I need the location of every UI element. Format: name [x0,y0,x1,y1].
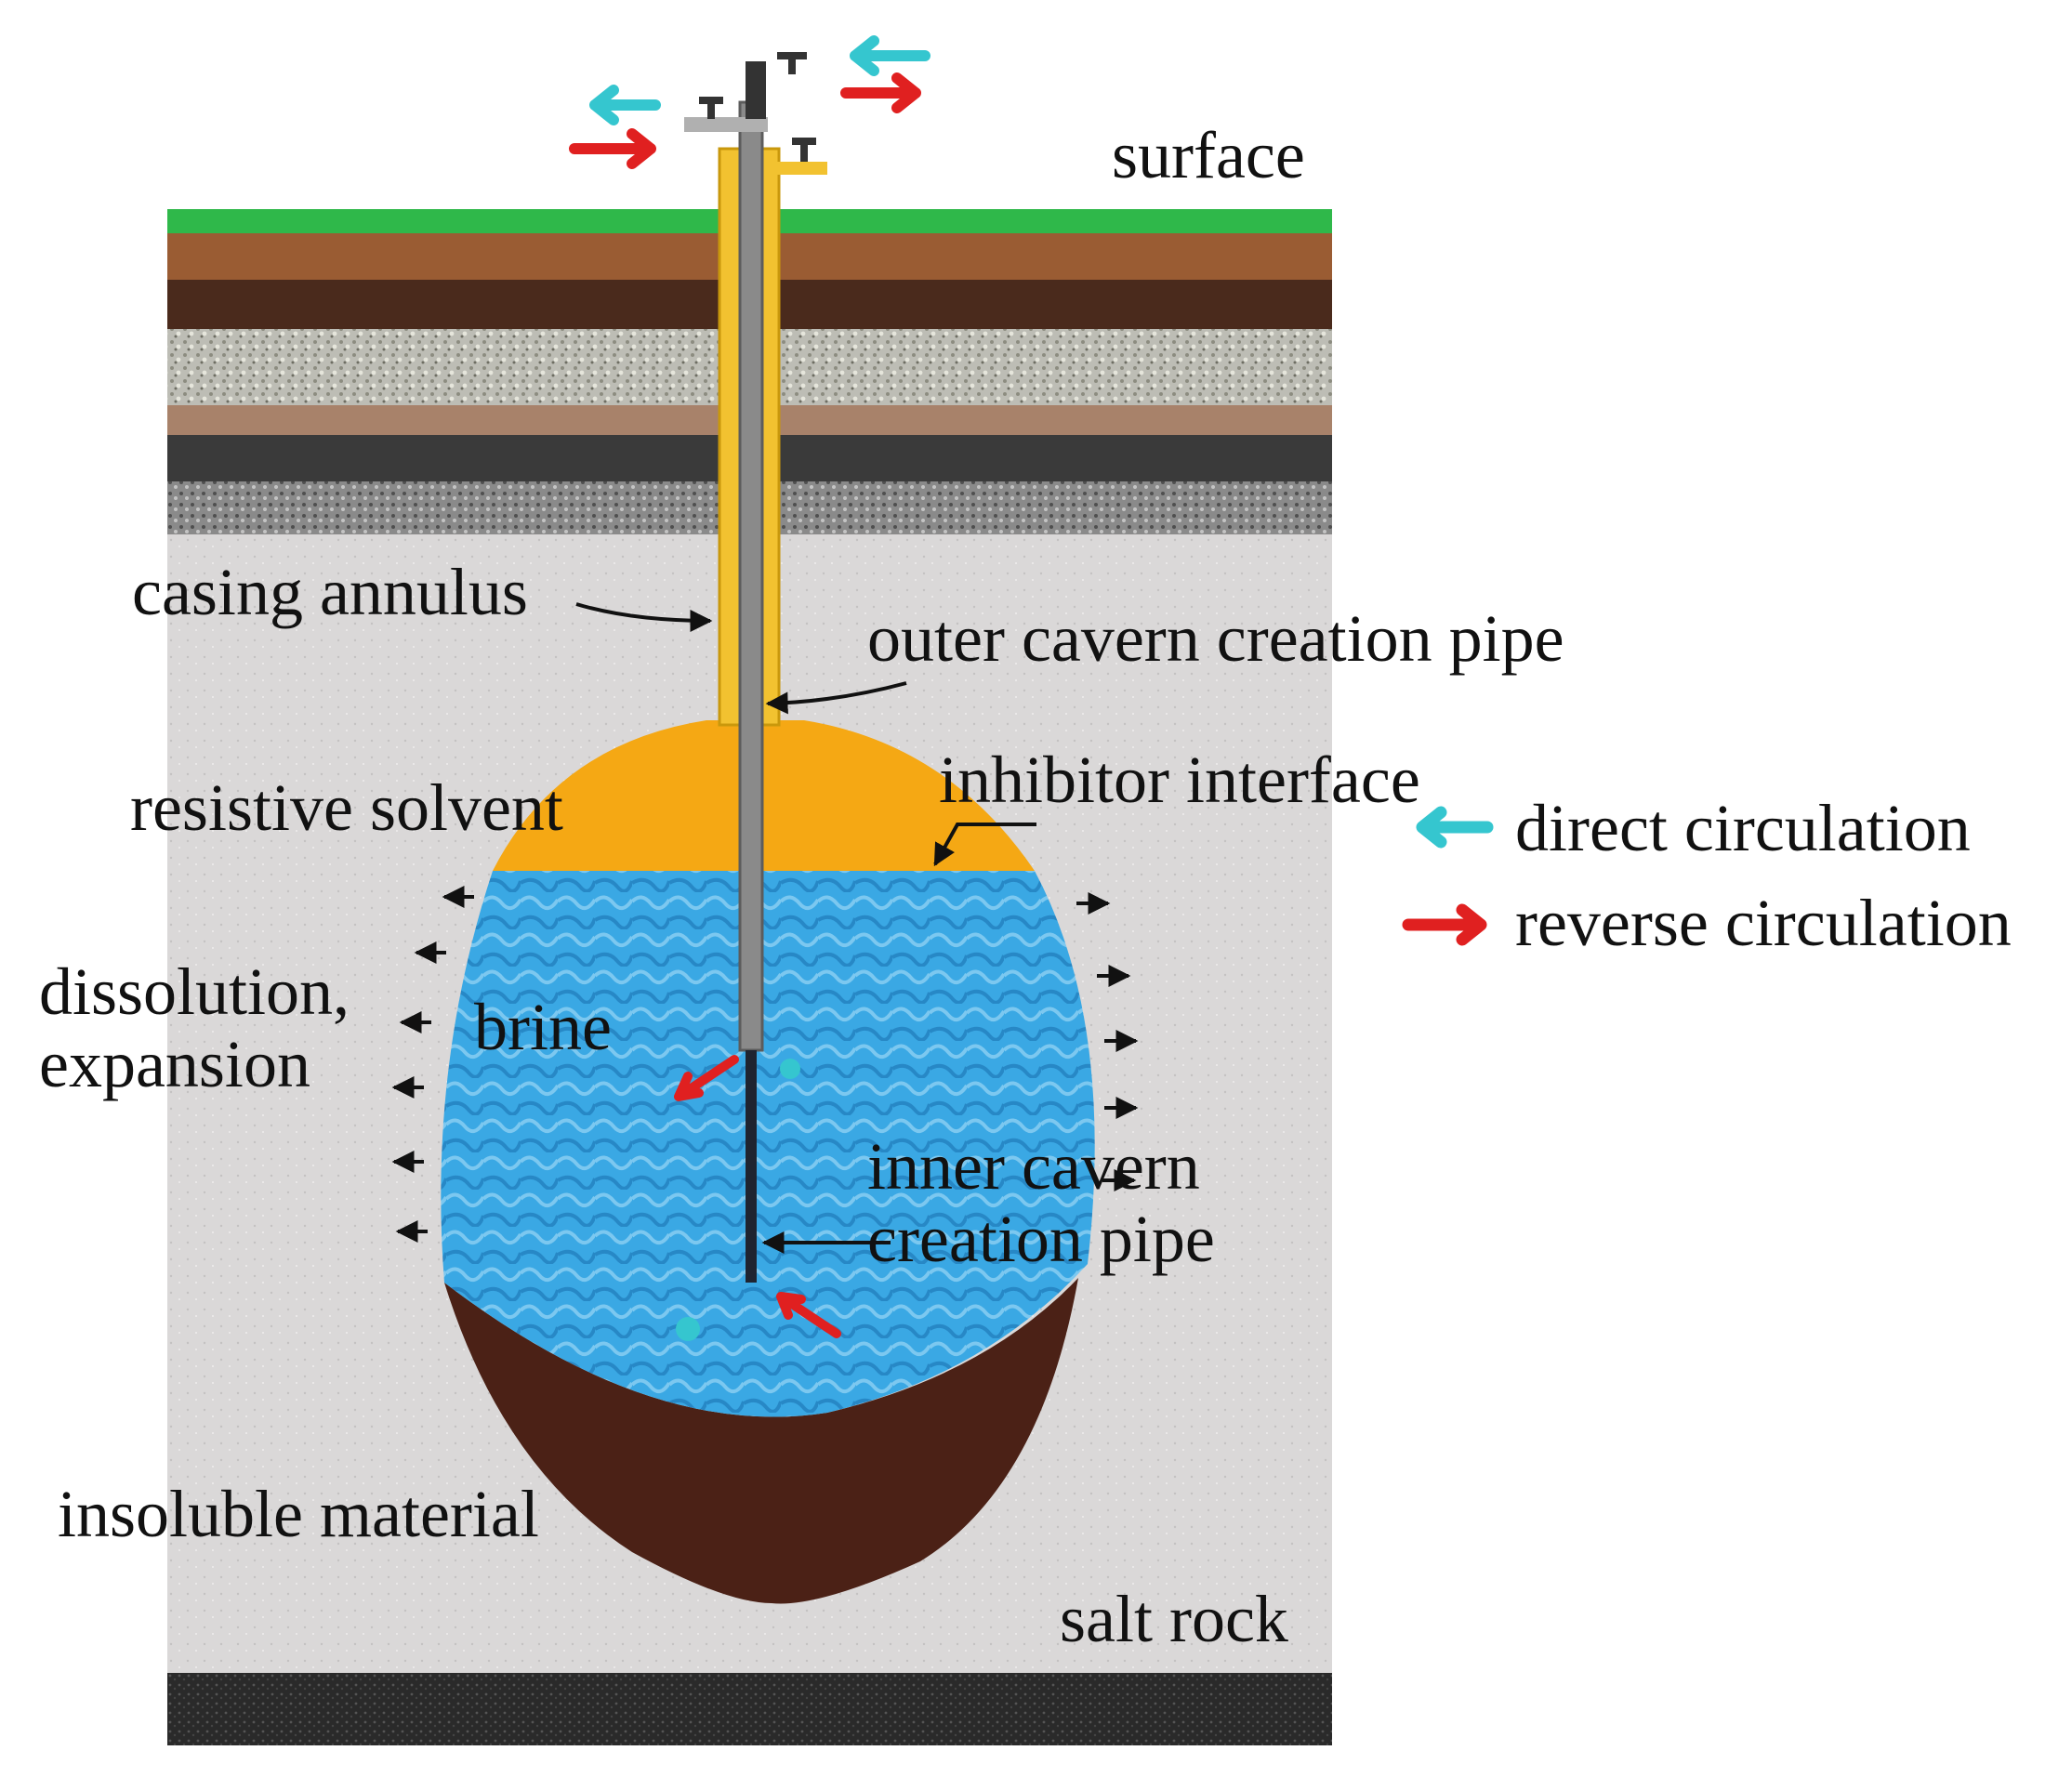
label-surface: surface [1112,118,1305,192]
label-casing-annulus: casing annulus [132,555,528,629]
valve-icon [777,52,807,74]
label-inner-pipe-line2: creation pipe [867,1202,1215,1276]
legend-direct-circulation: direct circulation [1515,791,1971,865]
legend-reverse-arrow-icon [1402,903,1487,946]
valve-icon [792,138,816,162]
brine-zone [441,871,1095,1417]
legend-direct-arrow-icon [1416,806,1494,849]
valve-icon [699,97,723,119]
label-dissolution: dissolution, [39,954,350,1029]
inhibitor-interface-leader [933,823,1036,867]
label-salt-rock: salt rock [1060,1582,1288,1656]
cavern [441,720,1095,1604]
reverse-flow-arrow-icon [674,1055,739,1101]
inner-creation-pipe [746,1050,757,1283]
direct-circulation-arrow-icon [850,35,930,76]
outer-pipe-leader [765,681,907,715]
circulation-arrows-top [569,35,930,169]
label-outer-pipe: outer cavern creation pipe [867,601,1564,676]
label-inner-pipe-line1: inner cavern [867,1129,1200,1204]
cavern-flow-arrows [674,1055,841,1341]
wellhead-side-arm [764,162,827,175]
direct-flow-marker-icon [676,1317,700,1341]
insoluble-material-zone [444,1278,1078,1604]
label-resistive-solvent: resistive solvent [130,770,563,845]
direct-circulation-arrow-icon [589,85,661,125]
legend-reverse-circulation: reverse circulation [1515,886,2012,960]
label-inhibitor-interface: inhibitor interface [939,743,1420,817]
label-expansion: expansion [39,1027,310,1101]
wellhead-top [746,61,766,119]
reverse-circulation-arrow-icon [840,72,921,113]
label-insoluble-material: insoluble material [58,1477,539,1551]
outer-creation-pipe [738,100,764,1052]
well-pipes [684,52,827,1283]
wellhead-bar [684,117,768,132]
leader-lines [575,602,1036,1254]
bottom-black-layer [167,1673,1332,1745]
label-brine: brine [474,990,612,1064]
direct-flow-marker-icon [780,1059,800,1079]
casing-annulus-leader [575,602,713,632]
reverse-flow-arrow-icon [776,1292,841,1338]
reverse-circulation-arrow-icon [569,128,656,169]
legend-icons [1402,806,1494,946]
expansion-arrows [391,886,1139,1243]
